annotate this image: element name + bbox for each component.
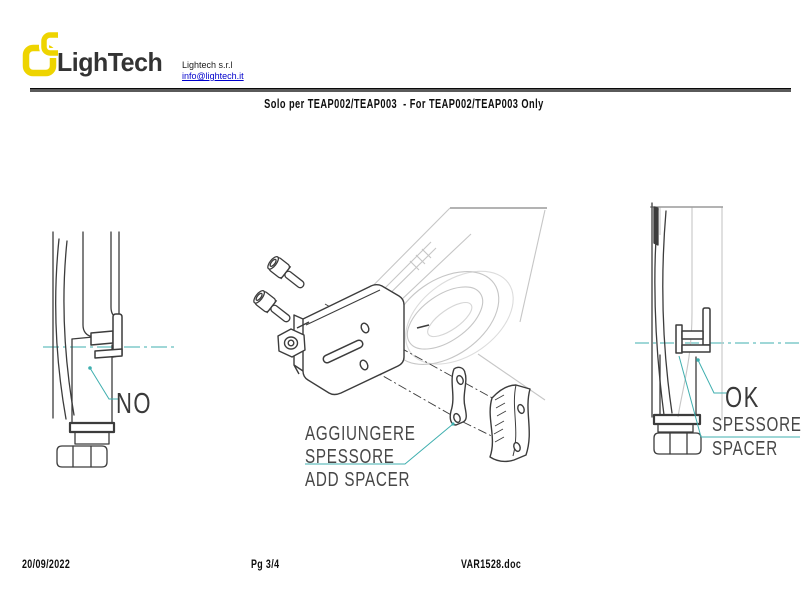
page-title: Solo per TEAP002/TEAP003 - For TEAP002/T…	[263, 97, 544, 111]
footer-page-number: Pg 3/4	[251, 557, 280, 571]
fork-body-outline	[52, 231, 120, 468]
weld-mark	[416, 324, 430, 329]
email-link[interactable]: info@lightech.it	[182, 71, 244, 81]
header-divider	[30, 88, 791, 92]
no-leader-line	[88, 366, 119, 400]
lightech-logo-icon	[22, 30, 58, 77]
socket-head-bolts	[253, 255, 305, 323]
leader-lines	[678, 355, 800, 438]
company-name: Lightech s.r.l	[182, 60, 233, 70]
fork-background-lines	[659, 207, 723, 420]
curved-guard-part	[489, 384, 531, 463]
bracket-without-spacer	[90, 313, 123, 359]
left-drawing-no-configuration	[43, 231, 175, 468]
page-title-row: Solo per TEAP002/TEAP003 - For TEAP002/T…	[0, 95, 807, 113]
spacer-leader-line	[305, 422, 455, 465]
spacer-label-en: SPACER	[712, 438, 778, 460]
add-spacer-label-it-line1: AGGIUNGERE	[305, 423, 416, 445]
add-spacer-label-it-line2: SPESSORE	[305, 446, 395, 468]
adjuster-bracket	[277, 284, 405, 396]
footer-document-name: VAR1528.doc	[461, 557, 522, 571]
footer-date: 20/09/2022	[22, 557, 71, 571]
logo-wordmark: LighTech	[57, 47, 163, 77]
ok-label: OK	[725, 382, 760, 414]
bracket-with-spacer	[675, 307, 711, 354]
no-label: NO	[116, 388, 153, 420]
center-exploded-drawing	[253, 207, 547, 465]
right-drawing-ok-configuration	[635, 202, 802, 455]
spacer-part	[449, 366, 467, 426]
add-spacer-label-en: ADD SPACER	[305, 469, 411, 491]
spacer-label-it: SPESSORE	[712, 414, 802, 436]
